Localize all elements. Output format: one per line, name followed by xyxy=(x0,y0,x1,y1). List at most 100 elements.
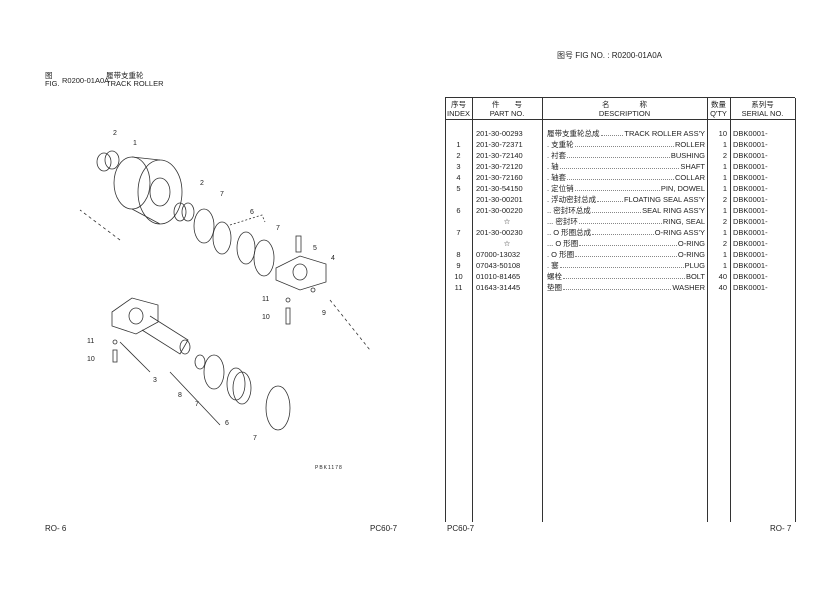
qty: 40 xyxy=(718,272,727,281)
bushing-right xyxy=(173,202,195,222)
part-no: 01643-31445 xyxy=(476,283,521,292)
o-ring xyxy=(265,385,291,431)
qty: 1 xyxy=(722,140,727,149)
right-fig-header: 图号 FIG NO. : R0200-01A0A xyxy=(557,50,662,61)
o-ring xyxy=(193,208,215,244)
serial-no: DBK0001- xyxy=(733,184,768,193)
index: 4 xyxy=(456,173,461,182)
index: 6 xyxy=(456,206,461,215)
part-no: 201-30-72371 xyxy=(476,140,523,149)
fig-label-en: FIG. xyxy=(45,79,60,88)
serial-no: DBK0001- xyxy=(733,283,768,292)
index: 9 xyxy=(456,261,461,270)
index: 8 xyxy=(456,250,461,259)
dowel-pin xyxy=(295,235,302,253)
seal-ring xyxy=(226,367,252,405)
right-model: PC60-7 xyxy=(447,524,475,533)
part-no: 201-30-00220 xyxy=(476,206,523,215)
qty: 1 xyxy=(722,162,727,171)
callout-11: 11 xyxy=(87,338,95,345)
callout-7: 7 xyxy=(276,225,280,232)
callout-5: 5 xyxy=(313,245,317,252)
callout-10: 10 xyxy=(262,314,270,321)
serial-no: DBK0001- xyxy=(733,129,768,138)
qty: 10 xyxy=(718,129,727,138)
left-fig-header: 图 FIG. xyxy=(45,72,60,88)
fig-title-en: TRACK ROLLER xyxy=(106,79,164,88)
separator: : xyxy=(607,51,610,60)
index: 2 xyxy=(456,151,461,160)
collar xyxy=(275,255,327,291)
o-ring-small xyxy=(194,354,206,370)
bolts xyxy=(112,287,316,363)
index: 10 xyxy=(454,272,463,281)
index: 7 xyxy=(456,228,461,237)
qty: 2 xyxy=(722,239,727,248)
part-no: 07000-13032 xyxy=(476,250,521,259)
part-no: 201-30-00293 xyxy=(476,129,523,138)
index: 3 xyxy=(456,162,461,171)
callout-9: 9 xyxy=(322,310,326,317)
callout-3: 3 xyxy=(153,377,157,384)
callout-6: 6 xyxy=(225,420,229,427)
part-no: 01010-81465 xyxy=(476,272,521,281)
serial-no: DBK0001- xyxy=(733,228,768,237)
index: 5 xyxy=(456,184,461,193)
qty: 1 xyxy=(722,173,727,182)
drawing-code: PBK1178 xyxy=(315,465,343,471)
serial-no: DBK0001- xyxy=(733,250,768,259)
part-no: 201-30-72140 xyxy=(476,151,523,160)
callout-1: 1 xyxy=(133,140,137,147)
qty: 2 xyxy=(722,151,727,160)
fig-title: 履带支重轮 TRACK ROLLER xyxy=(106,72,164,88)
qty: 2 xyxy=(722,217,727,226)
o-ring xyxy=(203,354,225,390)
seal-ring xyxy=(212,221,256,265)
qty: 1 xyxy=(722,228,727,237)
callout-7: 7 xyxy=(220,191,224,198)
callout-7: 7 xyxy=(195,401,199,408)
index: 11 xyxy=(454,283,463,292)
right-page-number: RO- 7 xyxy=(770,524,792,533)
index: 1 xyxy=(456,140,461,149)
fig-title-cn: 履带支重轮 xyxy=(106,71,144,80)
part-no: ☆ xyxy=(503,239,511,248)
serial-no: DBK0001- xyxy=(733,195,768,204)
fig-no-label-cn: 图号 xyxy=(557,51,573,60)
serial-no: DBK0001- xyxy=(733,173,768,182)
callout-2: 2 xyxy=(200,180,204,187)
left-page-number: RO- 6 xyxy=(45,524,67,533)
qty: 1 xyxy=(722,206,727,215)
callout-2: 2 xyxy=(113,130,117,137)
fig-no-left: R0200-01A0A xyxy=(62,76,110,85)
serial-no: DBK0001- xyxy=(733,162,768,171)
part-no: 07043-50108 xyxy=(476,261,521,270)
callout-6: 6 xyxy=(250,209,254,216)
serial-no: DBK0001- xyxy=(733,239,768,248)
part-no: 201-30-72160 xyxy=(476,173,523,182)
left-model: PC60-7 xyxy=(370,524,398,533)
part-no: 201-30-00201 xyxy=(476,195,523,204)
